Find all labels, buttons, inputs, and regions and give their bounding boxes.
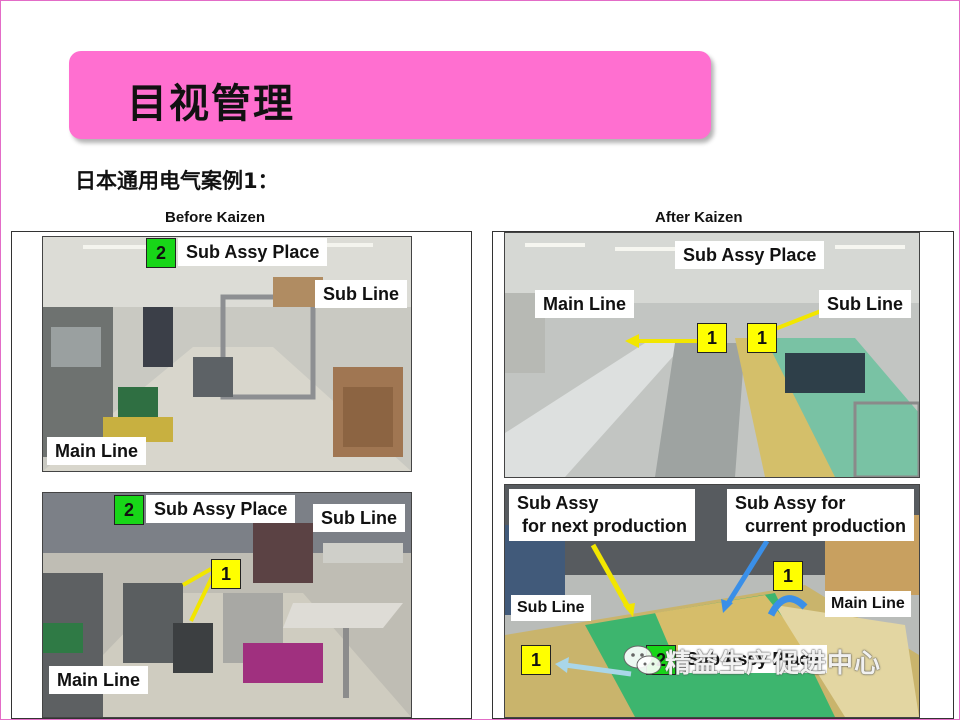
after-kaizen-caption: After Kaizen [655, 209, 743, 226]
wechat-watermark: 精益生产促进中心 [621, 641, 881, 681]
sub-line-label: Sub Line [819, 290, 911, 318]
after-kaizen-panel: Sub Assy Place Main Line Sub Line 1 1 [492, 231, 954, 719]
main-line-label: Main Line [49, 666, 149, 694]
sub-assy-place-label: Sub Assy Place [678, 645, 828, 673]
current-production-label: Sub Assy for current production [727, 489, 914, 541]
factory-photo-image [505, 233, 919, 477]
before-kaizen-panel: 2 Sub Assy Place Sub Line Main Line [11, 231, 472, 719]
before-kaizen-caption: Before Kaizen [165, 209, 266, 226]
marker-number-badge: 1 [211, 559, 241, 589]
sub-assy-place-label: Sub Assy Place [178, 238, 328, 266]
page-title: 目视管理 [127, 81, 295, 127]
title-banner: 目视管理 [69, 51, 711, 139]
factory-photo-image [43, 237, 411, 471]
after-photo-1: Sub Assy Place Main Line Sub Line 1 1 [504, 232, 920, 478]
sub-assy-number-badge: 2 [146, 238, 176, 268]
after-photo-2: Sub Assy for next production Sub Assy fo… [504, 484, 920, 718]
marker-number-badge: 1 [773, 561, 803, 591]
marker-number-badge: 1 [747, 323, 777, 353]
sub-line-label: Sub Line [511, 595, 591, 621]
sub-assy-number-badge: 2 [114, 495, 144, 525]
sub-line-label: Sub Line [315, 280, 407, 308]
main-line-label: Main Line [825, 591, 911, 617]
case-subtitle: 日本通用电气案例1： [75, 169, 279, 193]
main-line-label: Main Line [535, 290, 635, 318]
sub-line-label: Sub Line [313, 504, 405, 532]
next-production-label: Sub Assy for next production [509, 489, 695, 541]
main-line-label: Main Line [47, 437, 147, 465]
before-photo-2: 2 Sub Assy Place Sub Line 1 Main Line [42, 492, 412, 718]
marker-number-badge: 1 [521, 645, 551, 675]
sub-assy-place-label: Sub Assy Place [146, 495, 296, 523]
before-photo-1: 2 Sub Assy Place Sub Line Main Line [42, 236, 412, 472]
factory-photo-image [43, 493, 411, 717]
marker-number-badge: 1 [697, 323, 727, 353]
wechat-icon [623, 645, 662, 675]
sub-assy-place-label: Sub Assy Place [675, 241, 825, 269]
watermark-text: 精益生产促进中心 [665, 648, 882, 679]
